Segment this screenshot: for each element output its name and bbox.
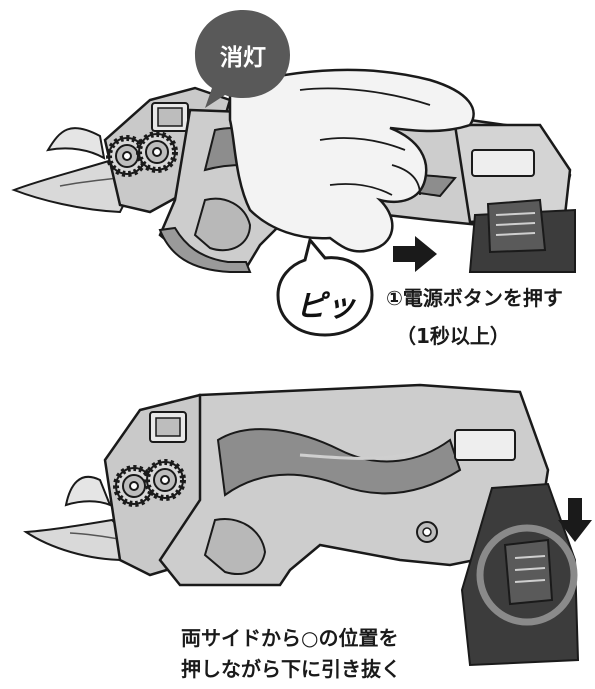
power-off-badge <box>195 10 290 108</box>
hand <box>228 68 475 253</box>
instruction-step2-line1: 両サイドから○の位置を <box>181 626 399 650</box>
instruction-step2-line2: 押しながら下に引き抜く <box>181 657 401 681</box>
top-trigger <box>193 197 252 252</box>
instruction-step1-note: （1秒以上） <box>396 324 510 348</box>
top-pruner <box>11 68 576 273</box>
sound-bubble <box>276 236 374 337</box>
instruction-step1: ①電源ボタンを押す <box>386 286 563 310</box>
top-blade <box>11 158 130 214</box>
bottom-blade <box>23 518 134 562</box>
top-lower-jaw <box>46 127 106 160</box>
beep-label: ピッ <box>296 289 356 324</box>
highlight-circle-icon <box>476 524 578 626</box>
arrow-right-icon <box>393 236 437 272</box>
power-off-label: 消灯 <box>220 45 266 71</box>
bottom-trigger <box>203 518 267 575</box>
arrow-down-icon <box>558 498 592 542</box>
